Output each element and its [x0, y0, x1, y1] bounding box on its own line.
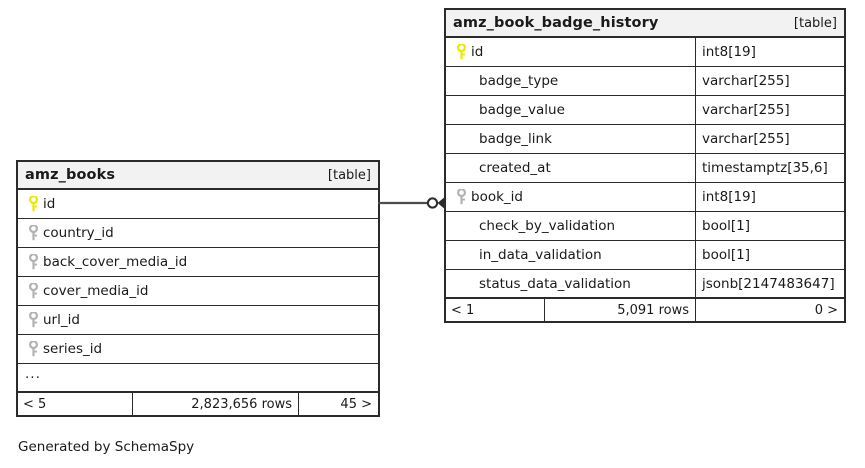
column-row-in-data-validation[interactable]: in_data_validation bool[1] [446, 241, 844, 270]
column-type: varchar[255] [695, 96, 844, 124]
column-name: created_at [479, 160, 551, 176]
column-type: jsonb[2147483647] [695, 270, 844, 297]
column-row-cover-media-id[interactable]: cover_media_id [18, 277, 378, 306]
column-name-cell: country_id [18, 219, 378, 247]
column-row-status-data-validation[interactable]: status_data_validation jsonb[2147483647] [446, 270, 844, 299]
generated-by-label: Generated by SchemaSpy [18, 439, 195, 455]
column-row-check-by-validation[interactable]: check_by_validation bool[1] [446, 212, 844, 241]
column-name: country_id [43, 225, 114, 241]
column-name: book_id [471, 189, 523, 205]
entity-title: amz_book_badge_history [453, 15, 659, 31]
column-row-badge-link[interactable]: badge_link varchar[255] [446, 125, 844, 154]
more-columns-cell: ... [18, 364, 378, 391]
column-name-cell: badge_link [446, 125, 695, 153]
entity-kind-label: [table] [327, 167, 371, 183]
column-row-book-id[interactable]: book_id int8[19] [446, 183, 844, 212]
foreign-key-icon [452, 183, 471, 211]
row-count-label: 2,823,656 rows [132, 393, 298, 415]
previous-relations-button[interactable]: < 1 [451, 302, 475, 318]
foreign-key-icon [24, 248, 43, 276]
column-row-id[interactable]: id int8[19] [446, 38, 844, 67]
column-name-cell: back_cover_media_id [18, 248, 378, 276]
foreign-key-icon [24, 219, 43, 247]
entity-footer-amz-book-badge-history: < 1 5,091 rows 0 > [446, 299, 844, 321]
relationship-connector-amz-books-to-amz-book-badge-history[interactable] [378, 188, 448, 218]
foreign-key-icon [24, 306, 43, 334]
column-name: back_cover_media_id [43, 254, 188, 270]
entity-kind-label: [table] [793, 15, 837, 31]
entity-table-amz-books[interactable]: amz_books [table] id coun [16, 160, 380, 417]
column-row-series-id[interactable]: series_id [18, 335, 378, 364]
entity-table-amz-book-badge-history[interactable]: amz_book_badge_history [table] id int8[1… [444, 8, 846, 323]
column-name-cell: cover_media_id [18, 277, 378, 305]
next-relations-button[interactable]: 45 > [298, 393, 378, 415]
column-row-back-cover-media-id[interactable]: back_cover_media_id [18, 248, 378, 277]
column-row-country-id[interactable]: country_id [18, 219, 378, 248]
entity-title: amz_books [25, 167, 116, 183]
column-name: status_data_validation [479, 275, 631, 292]
column-name: in_data_validation [479, 247, 602, 263]
column-name-cell: badge_type [446, 67, 695, 95]
primary-key-icon [452, 38, 471, 66]
column-type: int8[19] [695, 38, 844, 66]
column-type: bool[1] [695, 241, 844, 269]
column-name-cell: book_id [446, 183, 695, 211]
column-name-cell: id [446, 38, 695, 66]
column-name-cell: check_by_validation [446, 212, 695, 240]
column-name: check_by_validation [479, 218, 616, 234]
column-type: bool[1] [695, 212, 844, 240]
entity-header-amz-book-badge-history: amz_book_badge_history [table] [446, 10, 844, 38]
previous-relations-button[interactable]: < 5 [23, 396, 47, 412]
row-count-label: 5,091 rows [544, 299, 695, 321]
column-row-url-id[interactable]: url_id [18, 306, 378, 335]
column-row-badge-type[interactable]: badge_type varchar[255] [446, 67, 844, 96]
foreign-key-icon [24, 277, 43, 305]
column-name: url_id [43, 312, 80, 328]
column-name: series_id [43, 341, 103, 357]
column-type: varchar[255] [695, 125, 844, 153]
next-relations-button[interactable]: 0 > [695, 299, 844, 321]
column-type: varchar[255] [695, 67, 844, 95]
column-name: badge_value [479, 102, 565, 118]
column-name-cell: status_data_validation [446, 270, 695, 297]
more-columns-indicator-row[interactable]: ... [18, 364, 378, 393]
column-row-id[interactable]: id [18, 190, 378, 219]
entity-header-amz-books: amz_books [table] [18, 162, 378, 190]
column-name: badge_link [479, 131, 552, 147]
column-name-cell: series_id [18, 335, 378, 363]
ellipsis-label: ... [25, 366, 41, 383]
column-name-cell: created_at [446, 154, 695, 182]
cardinality-many-marker [437, 196, 446, 210]
column-name: id [471, 44, 484, 60]
column-name-cell: id [18, 190, 378, 218]
entity-footer-amz-books: < 5 2,823,656 rows 45 > [18, 393, 378, 415]
column-type: int8[19] [695, 183, 844, 211]
column-name-cell: url_id [18, 306, 378, 334]
foreign-key-icon [24, 335, 43, 363]
column-name-cell: badge_value [446, 96, 695, 124]
column-name: badge_type [479, 73, 559, 89]
column-name: cover_media_id [43, 283, 149, 299]
column-row-created-at[interactable]: created_at timestamptz[35,6] [446, 154, 844, 183]
cardinality-zero-marker [426, 197, 439, 209]
column-name-cell: in_data_validation [446, 241, 695, 269]
column-type: timestamptz[35,6] [695, 154, 844, 182]
primary-key-icon [24, 190, 43, 218]
column-row-badge-value[interactable]: badge_value varchar[255] [446, 96, 844, 125]
column-name: id [43, 196, 56, 212]
